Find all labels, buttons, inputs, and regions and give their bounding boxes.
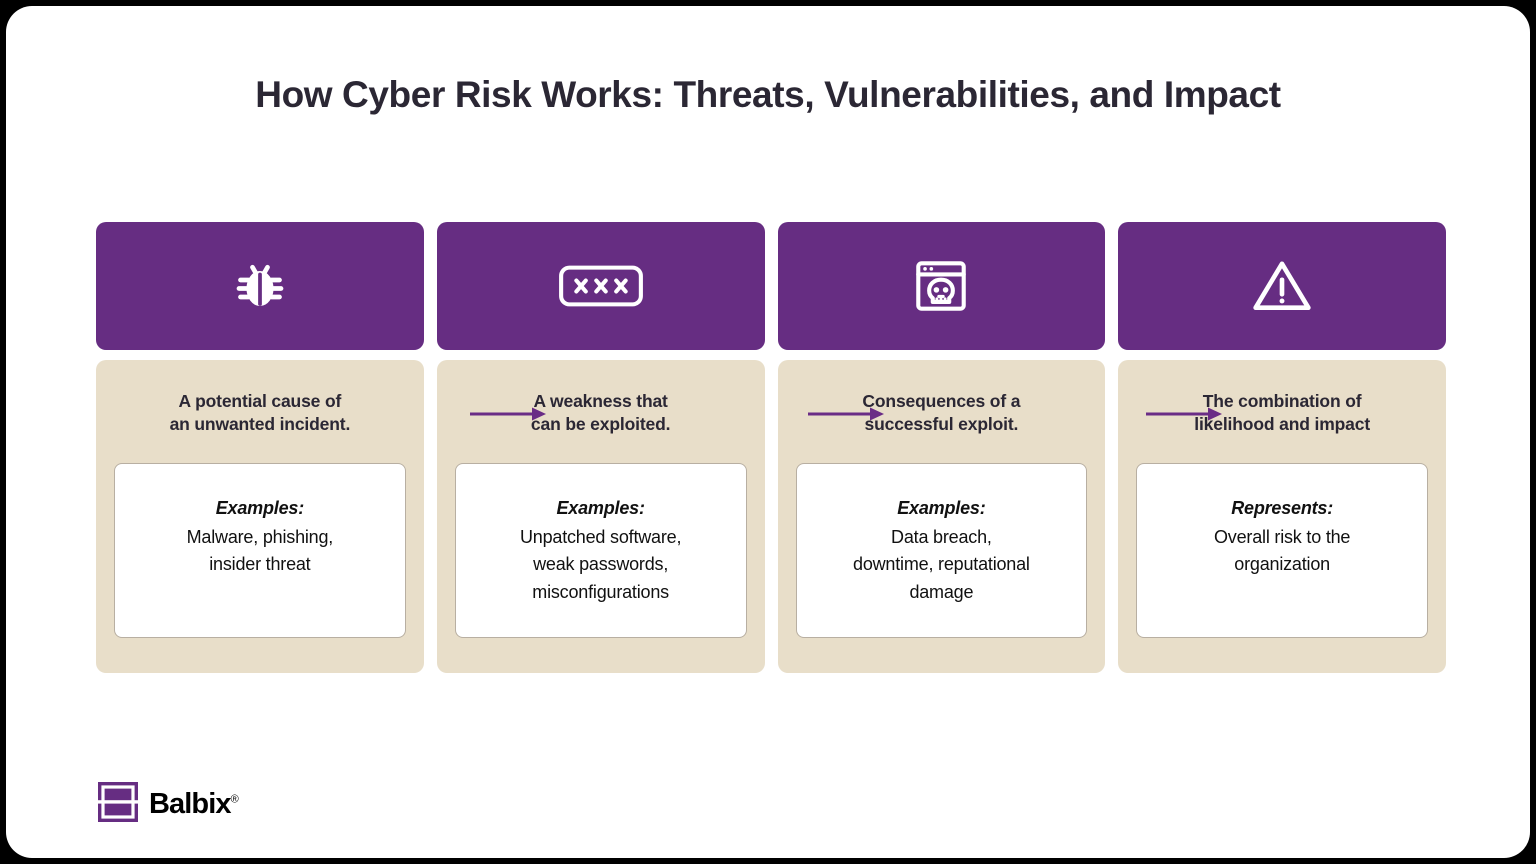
example-line: Malware, phishing, [186,526,334,547]
column-risk: The combination of likelihood and impact… [1118,222,1446,673]
page-canvas: How Cyber Risk Works: Threats, Vulnerabi… [6,6,1530,858]
column-vulnerability: A weakness that can be exploited. Exampl… [436,222,765,673]
balbix-name: Balbix [149,788,232,820]
column-summary-risk: The combination of likelihood and impact [1194,390,1370,437]
column-impact: Consequences of a successful exploit. Ex… [777,222,1106,673]
column-body-risk: The combination of likelihood and impact… [1118,360,1446,673]
summary-line: an unwanted incident. [169,414,351,435]
column-header-vulnerability [436,222,765,350]
cyber-risk-flow-board: A potential cause of an unwanted inciden… [96,222,1446,673]
example-text: Overall risk to the organization [1214,524,1350,580]
summary-line: Consequences of a [862,391,1021,411]
warning-triangle-icon [1251,257,1313,315]
example-label: Examples: [215,497,304,518]
example-line: Data breach, [891,526,992,547]
column-body-vulnerability: A weakness that can be exploited. Exampl… [436,360,765,673]
summary-line: The combination of [1202,391,1362,411]
column-header-threat [96,222,424,350]
example-label: Examples: [556,497,645,518]
example-box-impact: Examples: Data breach, downtime, reputat… [795,462,1088,638]
balbix-logo: Balbix® [98,782,239,827]
column-summary-threat: A potential cause of an unwanted inciden… [170,390,351,437]
example-line: Overall risk to the [1214,526,1351,547]
example-box-vulnerability: Examples: Unpatched software, weak passw… [454,462,747,638]
summary-line: A weakness that [533,391,668,411]
summary-line: A potential cause of [178,391,342,411]
summary-line: likelihood and impact [1194,414,1370,435]
column-header-risk [1118,222,1446,350]
column-summary-vulnerability: A weakness that can be exploited. [530,390,671,437]
browser-skull-icon [912,257,970,315]
example-text: Unpatched software, weak passwords, misc… [520,524,681,608]
column-header-impact [777,222,1106,350]
example-text: Malware, phishing, insider threat [186,524,334,580]
example-text: Data breach, downtime, reputational dama… [853,524,1030,608]
registered-trademark: ® [230,793,239,806]
example-line: weak passwords, [533,554,669,575]
example-line: downtime, reputational [853,554,1030,575]
example-box-risk: Represents: Overall risk to the organiza… [1136,462,1428,638]
page-title: How Cyber Risk Works: Threats, Vulnerabi… [255,74,1281,115]
example-line: organization [1234,554,1330,575]
example-line: Unpatched software, [519,526,682,547]
summary-line: successful exploit. [864,414,1019,435]
example-line: misconfigurations [532,582,669,603]
example-label: Represents: [1231,497,1334,518]
column-body-threat: A potential cause of an unwanted inciden… [96,360,424,673]
column-body-impact: Consequences of a successful exploit. Ex… [777,360,1106,673]
column-threat: A potential cause of an unwanted inciden… [96,222,424,673]
balbix-mark-icon [98,782,138,827]
example-line: damage [909,582,974,603]
example-box-threat: Examples: Malware, phishing, insider thr… [114,462,406,638]
example-line: insider threat [209,554,311,575]
column-summary-impact: Consequences of a successful exploit. [862,390,1020,437]
example-label: Examples: [897,497,986,518]
balbix-wordmark: Balbix® [149,788,239,821]
bug-icon [230,256,290,316]
summary-line: can be exploited. [530,414,671,435]
password-field-icon [558,264,644,308]
